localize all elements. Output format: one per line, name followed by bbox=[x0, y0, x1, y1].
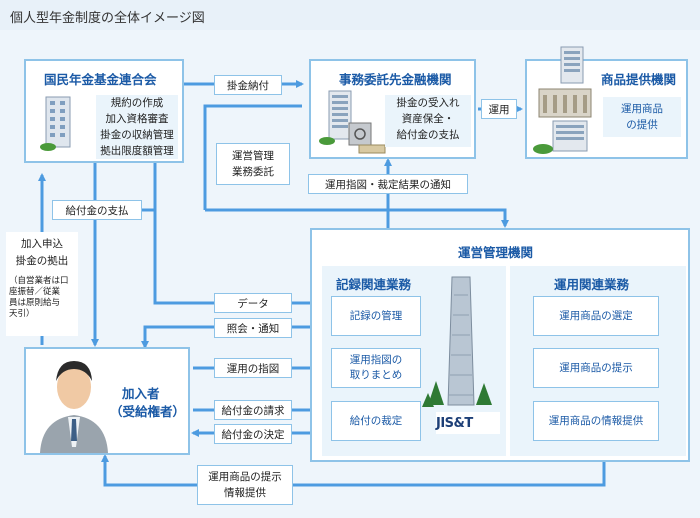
label-unei-kanri: 運営管理 業務委託 bbox=[216, 143, 290, 185]
institution-buildings-icon bbox=[531, 45, 601, 157]
kiroku-item: 記録の管理 bbox=[331, 296, 421, 336]
kiroku-title: 記録関連業務 bbox=[336, 277, 412, 292]
kokumin-tasks: 規約の作成 加入資格審査 掛金の収納管理 拠出限度額管理 bbox=[96, 95, 178, 159]
note-sub-line: 員は原則給与 bbox=[9, 298, 61, 308]
kiroku-item-text: 取りまとめ bbox=[349, 369, 403, 381]
label-kyufu-seikyu: 給付金の請求 bbox=[214, 400, 292, 420]
jimu-task: 給付金の支払 bbox=[396, 129, 460, 141]
kokumin-task: 掛金の収納管理 bbox=[100, 129, 174, 141]
kiroku-item-text: 記録の管理 bbox=[349, 309, 403, 322]
note-line: 掛金の拠出 bbox=[15, 255, 69, 267]
person-icon bbox=[34, 349, 114, 453]
unyo-item: 運用商品の選定 bbox=[533, 296, 659, 336]
jimu-tasks: 掛金の受入れ 資産保全・ 給付金の支払 bbox=[385, 95, 471, 147]
note-line: 加入申込 bbox=[21, 238, 63, 250]
note-sub-line: 天引） bbox=[9, 309, 35, 319]
unyo-item-text: 運用商品の選定 bbox=[559, 309, 633, 322]
label-unei-kanri-line: 業務委託 bbox=[232, 166, 274, 178]
kiroku-item-text: 給付の裁定 bbox=[349, 414, 403, 427]
label-unyo: 運用 bbox=[481, 99, 517, 119]
kokumin-title: 国民年金基金連合会 bbox=[44, 72, 157, 87]
unyo-item: 運用商品の情報提供 bbox=[533, 401, 659, 441]
kiroku-item-text: 運用指図の bbox=[349, 354, 403, 366]
jimu-box: 事務委託先金融機関 掛金の受入れ 資産保全・ 給付金の支払 bbox=[309, 59, 476, 159]
label-kyufu-kettei: 給付金の決定 bbox=[214, 424, 292, 444]
kokumin-task: 規約の作成 bbox=[110, 97, 164, 109]
shohin-task: の提供 bbox=[626, 119, 658, 131]
shohin-box: 商品提供機関 運用商品 の提供 bbox=[525, 46, 688, 159]
kokumin-task: 拠出限度額管理 bbox=[100, 145, 174, 157]
header-bar: 個人型年金制度の全体イメージ図 bbox=[0, 0, 700, 30]
unyo-item: 運用商品の提示 bbox=[533, 348, 659, 388]
shohin-task: 運用商品 bbox=[621, 103, 663, 115]
label-data: データ bbox=[214, 293, 292, 313]
arrow-teiji bbox=[101, 452, 606, 487]
kokumin-task: 加入資格審査 bbox=[105, 113, 169, 125]
kiroku-item: 運用指図の 取りまとめ bbox=[331, 348, 421, 388]
unyo-item-text: 運用商品の提示 bbox=[559, 361, 633, 374]
kanyu-moushikomi-note: 加入申込 掛金の拠出 （自営業者は口 座振替／従業 員は原則給与 天引） bbox=[6, 232, 78, 336]
shohin-tasks: 運用商品 の提供 bbox=[603, 97, 681, 137]
tower-icon bbox=[418, 275, 502, 445]
label-shokai: 照会・通知 bbox=[214, 318, 292, 338]
bank-building-icon bbox=[319, 89, 387, 155]
unyo-title: 運用関連業務 bbox=[554, 277, 630, 292]
jimu-task: 掛金の受入れ bbox=[396, 97, 460, 109]
label-teiji-line: 運用商品の提示 bbox=[208, 471, 282, 483]
label-kyufu-shiharai: 給付金の支払 bbox=[52, 200, 142, 220]
label-teiji-joho: 運用商品の提示 情報提供 bbox=[197, 465, 293, 505]
shohin-title: 商品提供機関 bbox=[601, 72, 677, 87]
label-teiji-line: 情報提供 bbox=[224, 487, 266, 499]
kanyu-title: 加入者 bbox=[122, 386, 160, 401]
building-icon bbox=[40, 95, 80, 151]
arrow-itaku-unei bbox=[205, 208, 509, 228]
note-sub-line: （自営業者は口 bbox=[9, 276, 69, 286]
jist-logo: JIS&T bbox=[436, 412, 500, 434]
label-shizu-tsuchi: 運用指図・裁定結果の通知 bbox=[308, 174, 468, 194]
note-sub-line: 座振替／従業 bbox=[9, 287, 61, 297]
unyo-item-text: 運用商品の情報提供 bbox=[548, 414, 644, 427]
kiroku-item: 給付の裁定 bbox=[331, 401, 421, 441]
arrow-unei-itaku bbox=[203, 104, 302, 108]
kokumin-box: 国民年金基金連合会 規約の作成 加入資格審査 掛金の収納管理 拠出限度額管理 bbox=[24, 59, 184, 163]
label-kakekin-nofu: 掛金納付 bbox=[214, 75, 282, 95]
jimu-task: 資産保全・ bbox=[401, 113, 455, 125]
kanyu-box: 加入者 （受給権者） bbox=[24, 347, 190, 455]
label-unei-kanri-line: 運営管理 bbox=[232, 150, 274, 162]
label-unyo-shizu: 運用の指図 bbox=[214, 358, 292, 378]
unei-title: 運営管理機関 bbox=[458, 245, 534, 260]
jist-logo-text: JIS&T bbox=[436, 416, 473, 431]
jimu-title: 事務委託先金融機関 bbox=[339, 72, 452, 87]
kanyu-subtitle: （受給権者） bbox=[110, 404, 186, 419]
page-title: 個人型年金制度の全体イメージ図 bbox=[10, 11, 205, 26]
